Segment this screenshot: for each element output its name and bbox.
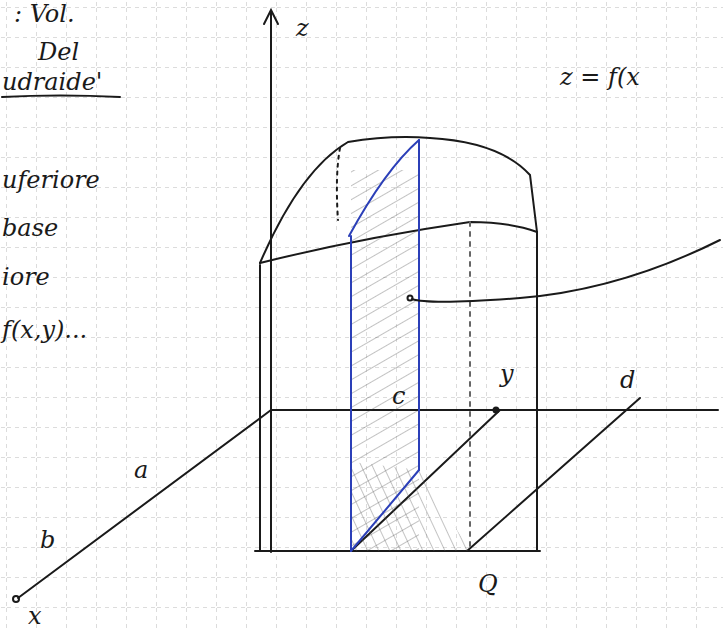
side-note: f(x,y)... bbox=[2, 318, 87, 342]
bound-label: d bbox=[620, 368, 635, 392]
surface-equation: z = f(x bbox=[560, 65, 640, 89]
heading-note: Del bbox=[38, 40, 79, 64]
bound-label: a bbox=[134, 458, 148, 482]
side-note: iore bbox=[2, 265, 50, 289]
axis-label: y bbox=[500, 362, 514, 386]
bound-label: b bbox=[40, 528, 55, 552]
heading-note: udraide' bbox=[2, 70, 102, 94]
axis-label: x bbox=[28, 604, 42, 628]
side-note: base bbox=[2, 216, 58, 240]
region-label: Q bbox=[478, 572, 498, 596]
side-note: uferiore bbox=[2, 168, 100, 192]
axis-label: z bbox=[296, 16, 309, 40]
bound-label: c bbox=[392, 384, 405, 408]
heading-note: : Vol. bbox=[14, 2, 75, 26]
